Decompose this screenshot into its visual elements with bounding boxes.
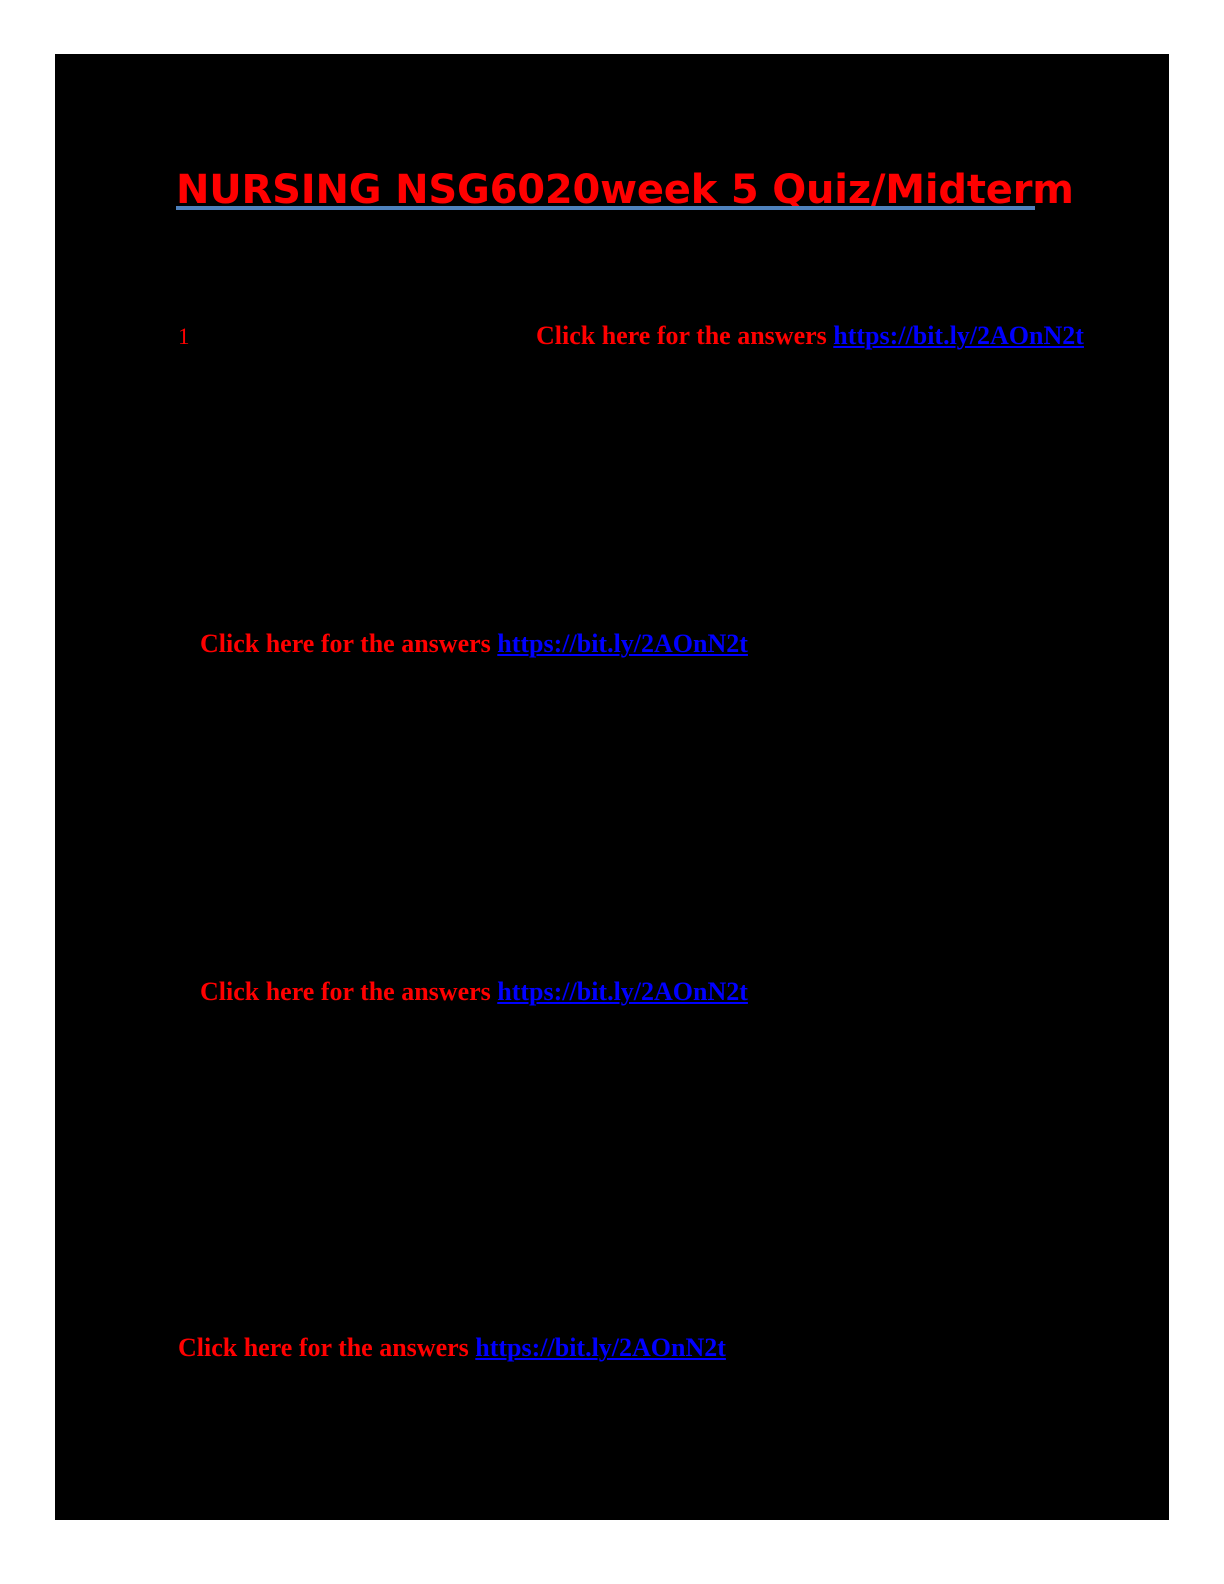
- answer-line: Click here for the answers https://bit.l…: [178, 1333, 726, 1363]
- answer-link[interactable]: https://bit.ly/2AOnN2t: [475, 1333, 726, 1362]
- hidden-body-text-block: [178, 354, 1058, 624]
- hidden-body-text-block: [178, 1012, 1058, 1327]
- answer-link[interactable]: https://bit.ly/2AOnN2t: [497, 629, 748, 658]
- answer-line: Click here for the answers https://bit.l…: [200, 977, 748, 1007]
- answer-line-label: Click here for the answers: [536, 321, 834, 350]
- page-title: NURSING NSG6020week 5 Quiz/Midterm: [176, 166, 1074, 213]
- answer-line-label: Click here for the answers: [200, 629, 498, 658]
- document-page: NURSING NSG6020week 5 Quiz/Midterm 1 Cli…: [55, 54, 1169, 1520]
- hidden-body-text-block: [178, 1369, 1058, 1514]
- answer-link[interactable]: https://bit.ly/2AOnN2t: [833, 321, 1084, 350]
- hidden-body-text-block: [178, 664, 1058, 974]
- answer-line-label: Click here for the answers: [200, 977, 498, 1006]
- title-underline-rule: [176, 206, 1035, 210]
- answer-line: Click here for the answers https://bit.l…: [200, 629, 748, 659]
- answer-link[interactable]: https://bit.ly/2AOnN2t: [497, 977, 748, 1006]
- answer-line: Click here for the answers https://bit.l…: [536, 321, 1084, 351]
- question-number: 1: [178, 324, 190, 349]
- answer-line-label: Click here for the answers: [178, 1333, 476, 1362]
